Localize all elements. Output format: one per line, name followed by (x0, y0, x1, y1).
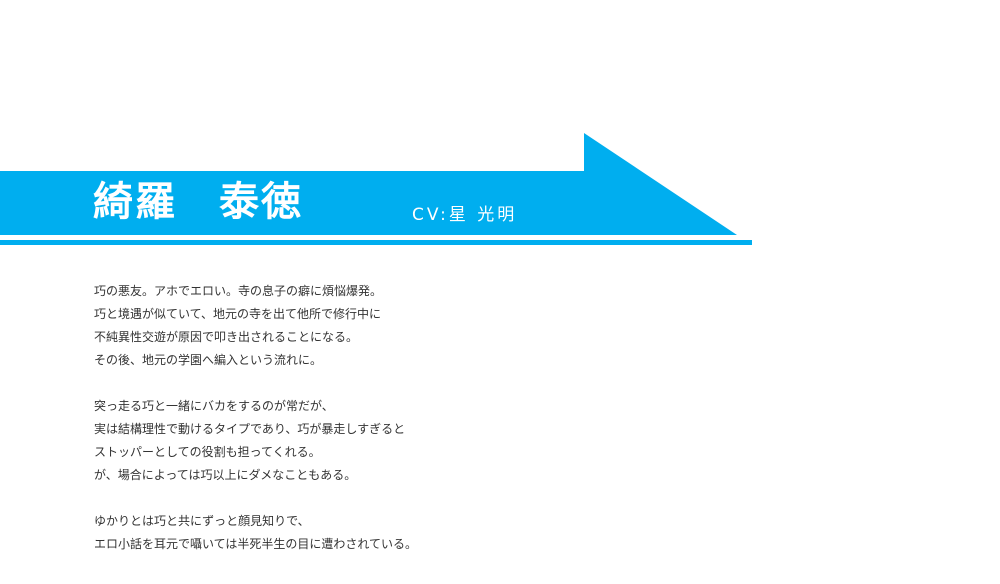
bio-paragraph: ゆかりとは巧と共にずっと顔見知りで、 エロ小話を耳元で囁いては半死半生の目に遭わ… (94, 510, 694, 556)
banner-underline (0, 240, 752, 245)
bio-line: エロ小話を耳元で囁いては半死半生の目に遭わされている。 (94, 537, 418, 551)
character-name: 綺羅 泰徳 (93, 179, 303, 225)
bio-line: 突っ走る巧と一緒にバカをするのが常だが、 (94, 399, 334, 413)
bio-paragraph: 巧の悪友。アホでエロい。寺の息子の癖に煩悩爆発。 巧と境遇が似ていて、地元の寺を… (94, 280, 694, 372)
bio-line: 巧と境遇が似ていて、地元の寺を出て他所で修行中に (94, 307, 382, 321)
name-banner (0, 133, 752, 245)
bio-line: その後、地元の学園へ編入という流れに。 (94, 353, 323, 367)
bio-paragraph: 突っ走る巧と一緒にバカをするのが常だが、 実は結構理性で動けるタイプであり、巧が… (94, 395, 694, 487)
voice-actor-credit: CV:星 光明 (412, 205, 518, 225)
banner-arrow-shape (0, 133, 737, 235)
bio-line: 巧の悪友。アホでエロい。寺の息子の癖に煩悩爆発。 (94, 284, 383, 298)
bio-line: ゆかりとは巧と共にずっと顔見知りで、 (94, 514, 310, 528)
character-bio: 巧の悪友。アホでエロい。寺の息子の癖に煩悩爆発。 巧と境遇が似ていて、地元の寺を… (94, 280, 694, 579)
bio-line: 実は結構理性で動けるタイプであり、巧が暴走しすぎると (94, 422, 406, 436)
bio-line: が、場合によっては巧以上にダメなこともある。 (94, 468, 357, 482)
bio-line: 不純異性交遊が原因で叩き出されることになる。 (94, 330, 359, 344)
bio-line: ストッパーとしての役割も担ってくれる。 (94, 445, 321, 459)
